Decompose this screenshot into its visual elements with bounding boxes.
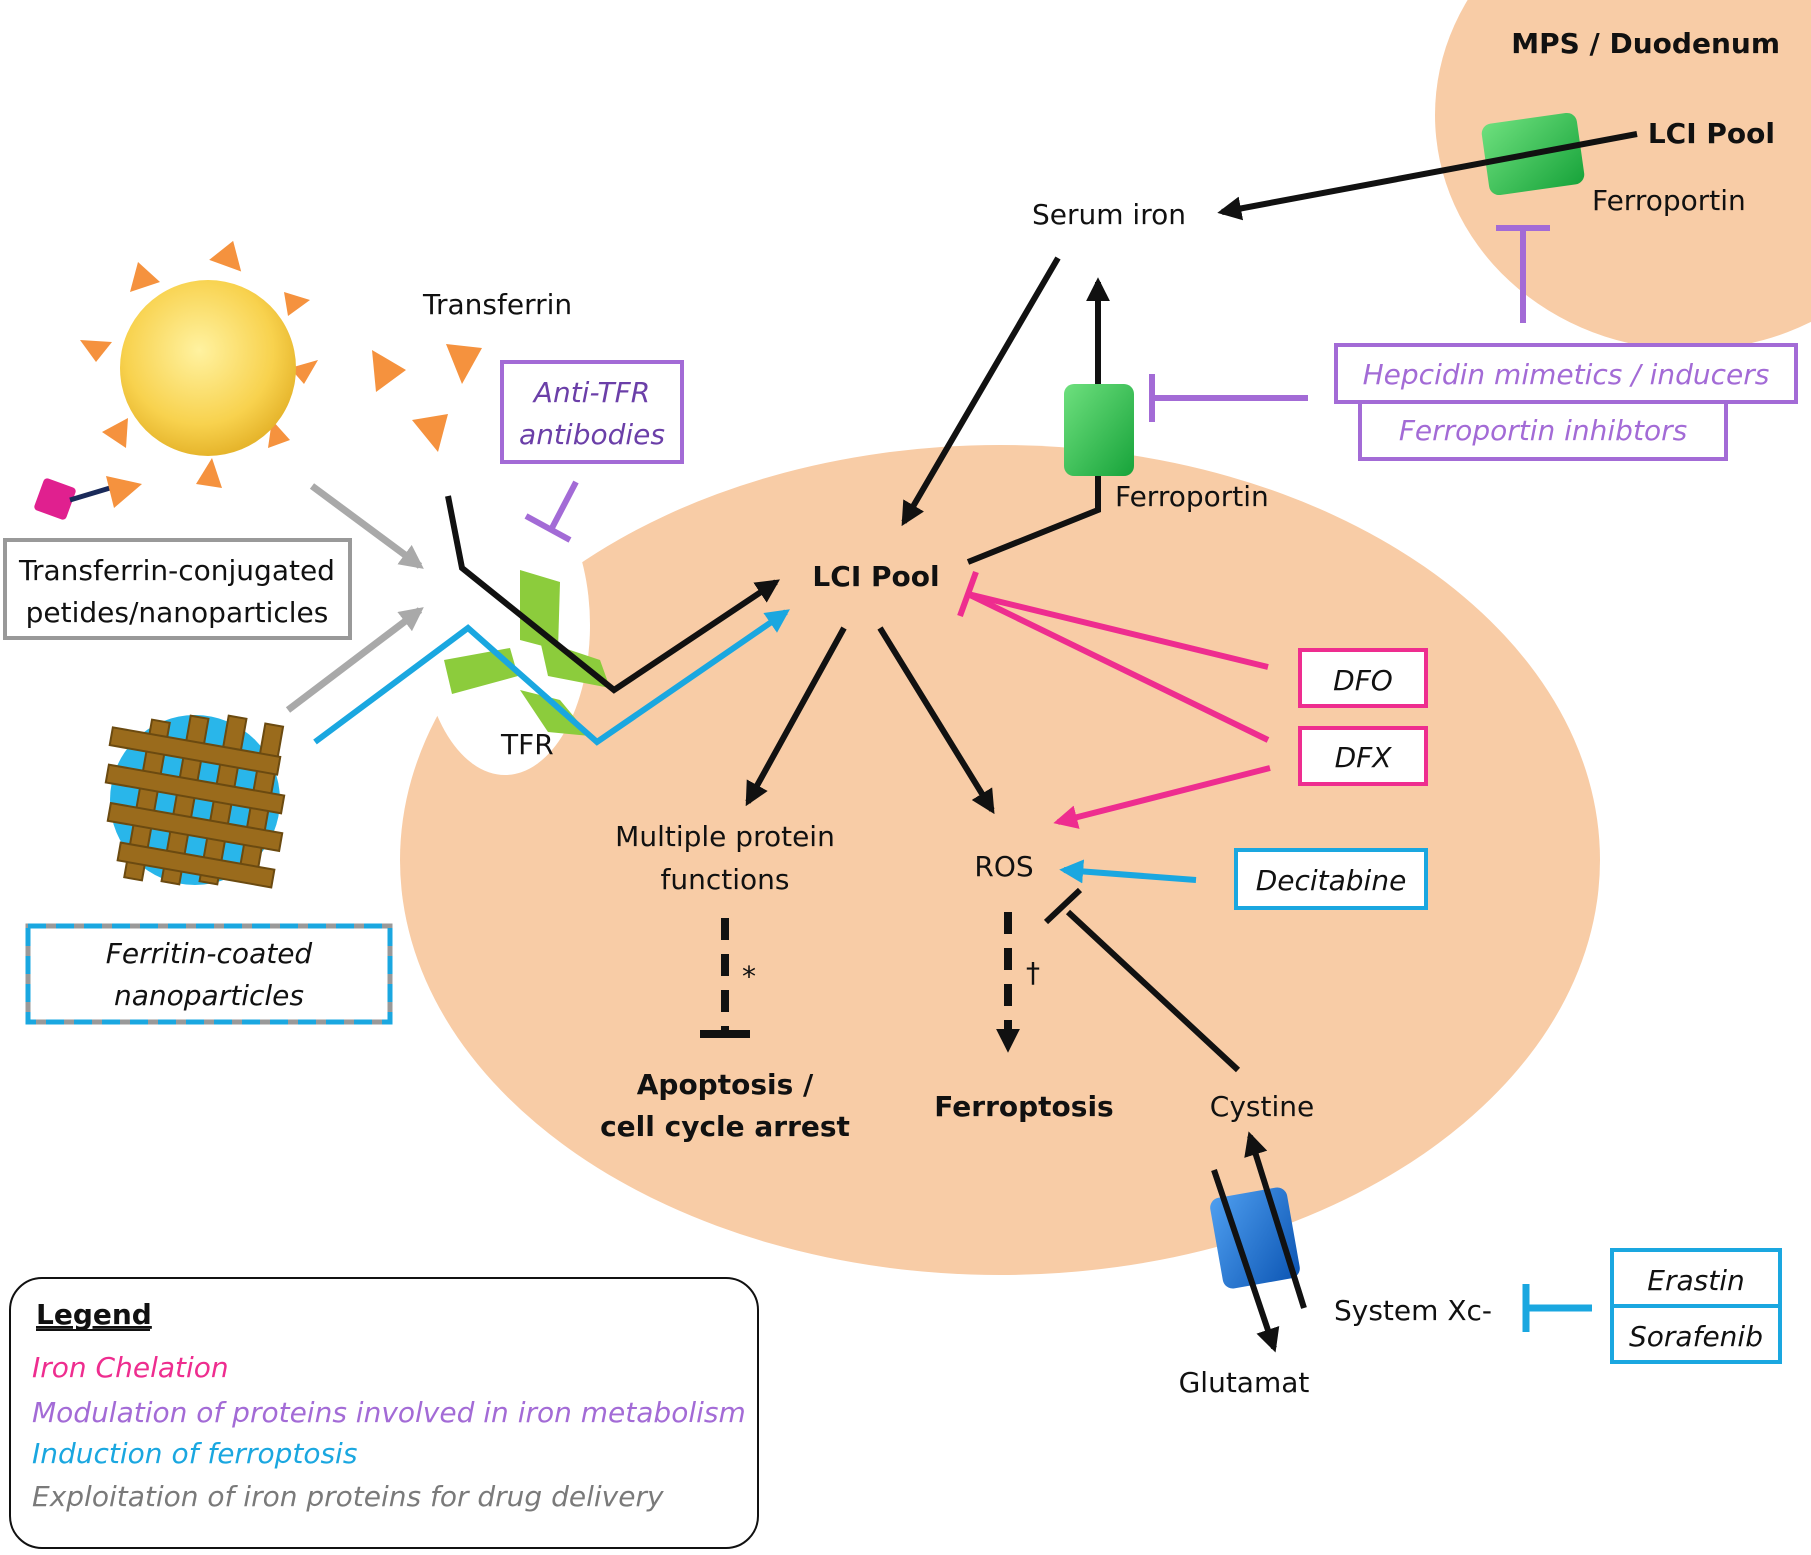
transferrin-conjugated-box [3,538,352,640]
sorafenib-label: Sorafenib [1629,1320,1763,1353]
cystine-inhibits-ros-bar [1043,887,1083,925]
dfo-inhibits-lci [967,591,1269,670]
apoptosis-line2: cell cycle arrest [600,1110,850,1143]
cystine-import-arrow [1244,1131,1307,1309]
ferroportin-inhibitors-box [1358,400,1728,461]
apoptosis-line1: Apoptosis / [637,1068,814,1101]
legend-ferroptosis: Induction of ferroptosis [32,1437,357,1470]
dfx-box [1298,726,1428,786]
multiple-protein-line2: functions [661,863,790,896]
anti-tfr-box [500,360,684,464]
lci-to-serum-arrow [966,277,1110,565]
transferrin-conjugated-line1: Transferrin-conjugated [18,554,335,587]
dfx-label: DFX [1335,741,1393,774]
cystine-label: Cystine [1210,1090,1314,1123]
glutamate-export-arrow [1211,1169,1280,1353]
ros-label: ROS [974,850,1033,883]
transferrin-uptake-path [445,495,780,694]
asterisk-footnote: * [742,960,756,993]
lci-pool-cell-label: LCI Pool [812,560,939,593]
ferroportin-top-label: Ferroportin [1592,184,1746,217]
ferritin-uptake-path [313,609,790,746]
system-xc-transporter [1210,1187,1300,1289]
anti-tfr-line1: Anti-TFR [532,376,650,409]
dfo-box [1298,648,1428,708]
mps-duodenum-label: MPS / Duodenum [1511,27,1780,60]
mps-duodenum-cell [1435,0,1811,350]
legend-box [9,1277,759,1549]
multiple-protein-line1: Multiple protein [615,820,835,853]
transferrin-molecules-icon [372,344,482,452]
erastin-box [1610,1248,1782,1308]
peptide-conjugate-icon [34,476,142,520]
ferritin-coated-box-blue [25,923,393,1025]
ferroportin-inhibitors-label: Ferroportin inhibtors [1399,414,1687,447]
ferroptosis-label: Ferroptosis [934,1090,1113,1123]
ferroportin-cell-transporter [1064,384,1134,476]
ferroportin-export-arrow [1217,131,1638,221]
ferritin-nanoparticle-icon [104,714,286,889]
erastin-label: Erastin [1647,1264,1744,1297]
lci-pool-top-label: LCI Pool [1648,117,1775,150]
dfx-to-ros-arrow [1053,765,1271,829]
legend-modulation: Modulation of proteins involved in iron … [32,1396,746,1429]
anti-tfr-inhibition-bar [524,513,572,543]
decitabine-to-ros-arrow [1059,859,1197,884]
delivery-arrow-bottom [285,607,424,713]
legend-title: Legend [36,1298,152,1331]
ferroportin-cell-label: Ferroportin [1115,480,1269,513]
decitabine-label: Decitabine [1256,864,1407,897]
chelation-inhibition-bar [957,570,979,618]
delivery-arrow-top [309,483,424,569]
transferrin-label: Transferrin [422,288,572,321]
dfo-label: DFO [1333,664,1393,697]
ferritin-coated-line2: nanoparticles [114,979,304,1012]
sorafenib-box [1610,1304,1782,1364]
legend-iron-chelation: Iron Chelation [32,1351,229,1384]
lci-to-protein-functions-arrow [745,626,847,807]
system-xc-label: System Xc- [1334,1294,1492,1327]
ferritin-coated-line1: Ferritin-coated [106,937,313,970]
anti-tfr-inhibition [549,480,579,530]
lci-to-ros-arrow [877,626,995,815]
dagger-footnote: † [1026,956,1040,989]
tfr-label: TFR [500,728,554,761]
decitabine-box [1234,848,1428,910]
hepcidin-label: Hepcidin mimetics / inducers [1363,358,1770,391]
transferrin-conjugated-line2: petides/nanoparticles [26,596,329,629]
transferrin-nanoparticle-icon [80,240,318,488]
serum-to-lci-arrow [901,256,1061,527]
anti-tfr-line2: antibodies [519,418,665,451]
legend-drug-delivery: Exploitation of iron proteins for drug d… [32,1480,664,1513]
glutamat-label: Glutamat [1179,1366,1310,1399]
serum-iron-label: Serum iron [1032,198,1186,231]
cystine-inhibits-ros [1065,909,1241,1073]
dfx-inhibits-lci [966,591,1270,743]
